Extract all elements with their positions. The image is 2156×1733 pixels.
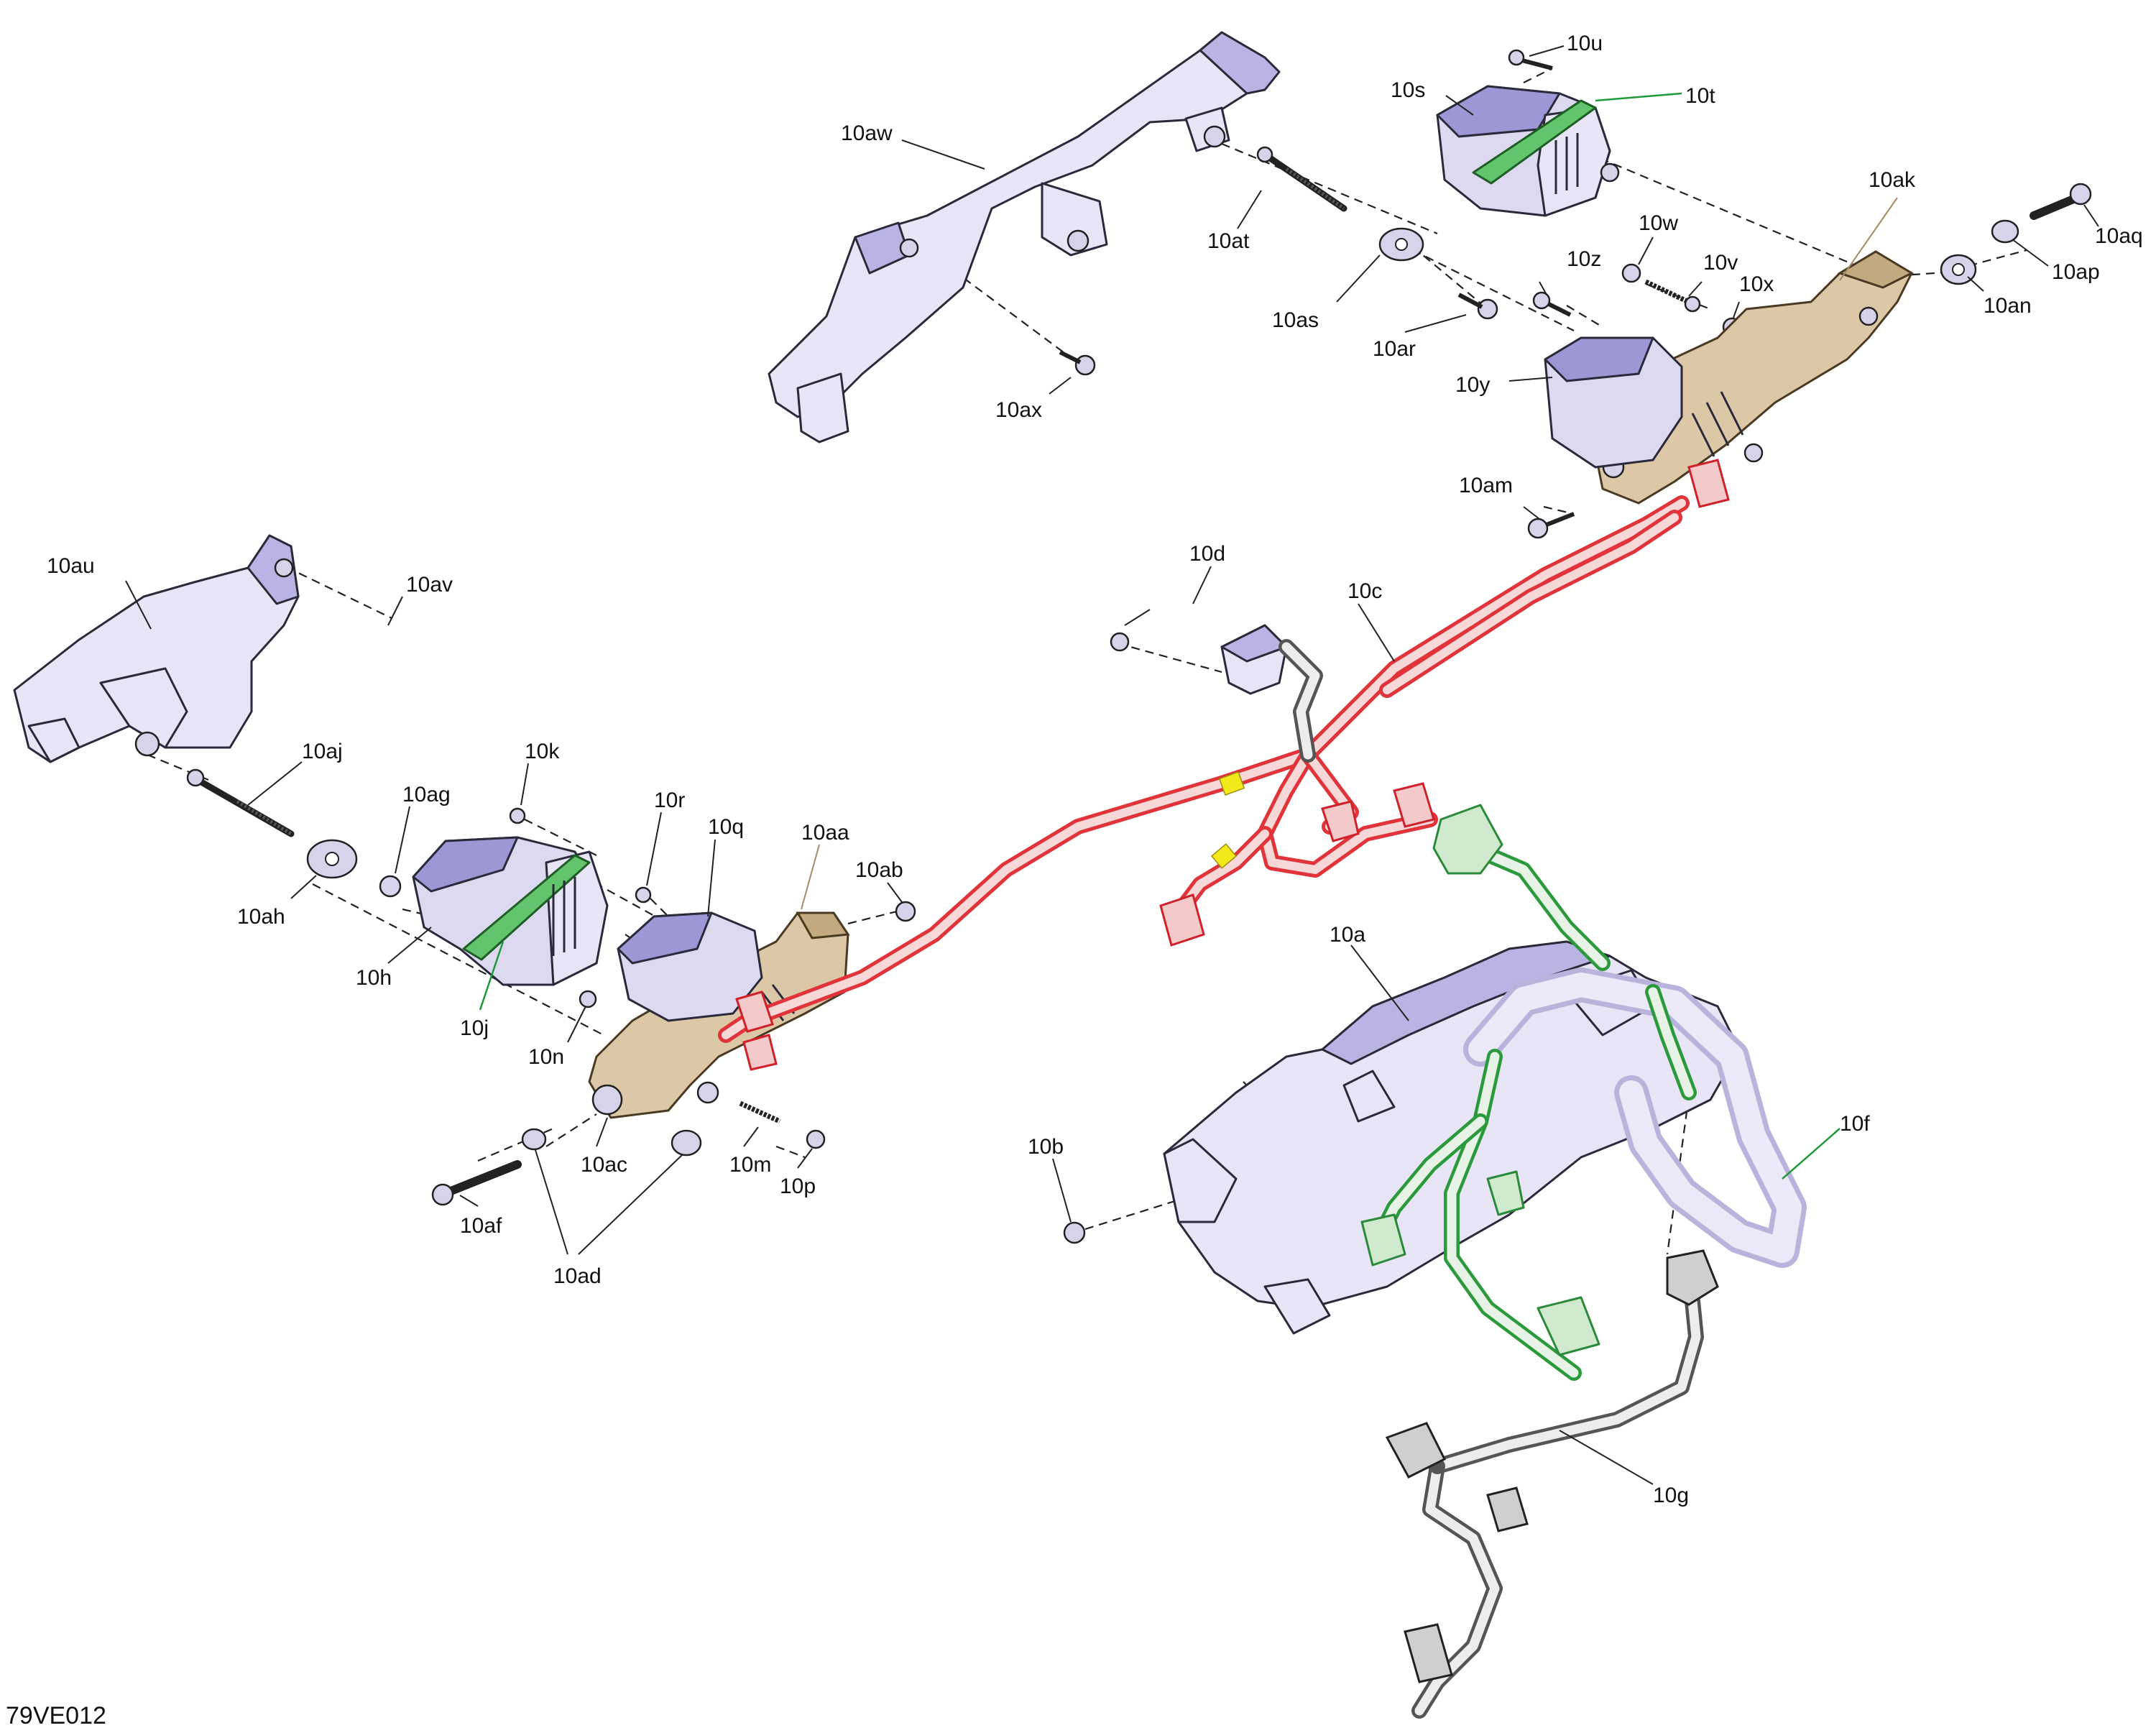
callout-labels: 10aw 10at 10as 10ar 10ax 10s 10t 10u 10y… [6,32,2143,1729]
grey-harness-10g [1385,1249,1719,1719]
label-10c: 10c [1348,579,1382,603]
label-10d: 10d [1189,542,1225,566]
label-10as: 10as [1272,308,1319,332]
label-10av: 10av [406,573,453,597]
label-10m: 10m [729,1153,771,1177]
fasteners-upper [1059,49,2092,539]
lower-motor-10h [412,836,609,986]
label-10r: 10r [654,789,685,812]
label-10ag: 10ag [402,783,451,806]
label-10u: 10u [1567,32,1603,55]
label-10am: 10am [1459,474,1513,497]
label-10g: 10g [1653,1484,1689,1507]
label-10p: 10p [780,1175,816,1198]
red-harness-10c [718,459,1730,1071]
label-10ad: 10ad [553,1264,602,1288]
label-10aq: 10aq [2095,224,2143,248]
connector-bracket-10d [1110,624,1288,695]
label-10aj: 10aj [302,740,343,763]
label-10ah: 10ah [237,905,285,929]
upper-cross-bracket [768,31,1281,443]
left-bracket [13,534,300,763]
label-10ar: 10ar [1373,337,1416,361]
lower-motor-10q [617,911,796,1022]
leader-lines [125,45,2099,1485]
label-10x: 10x [1739,272,1774,296]
label-10n: 10n [528,1045,564,1069]
label-10ap: 10ap [2052,260,2100,284]
label-10b: 10b [1028,1135,1064,1159]
label-10v: 10v [1703,251,1738,275]
upper-motor-10y [1544,336,1683,469]
label-10s: 10s [1391,78,1425,102]
label-10ax: 10ax [995,398,1042,422]
green-harness-10f [1360,804,1807,1381]
label-10t: 10t [1685,84,1715,108]
label-10a: 10a [1330,923,1365,947]
label-10au: 10au [47,554,95,578]
label-10at: 10at [1207,229,1250,253]
label-10j: 10j [460,1016,489,1040]
label-10w: 10w [1639,211,1678,235]
label-10k: 10k [525,740,560,763]
label-10h: 10h [356,966,392,990]
label-10q: 10q [708,815,744,839]
label-10af: 10af [460,1214,502,1238]
figure-code: 79VE012 [6,1702,106,1729]
label-10aw: 10aw [841,121,893,145]
label-10ab: 10ab [855,858,903,882]
label-10ak: 10ak [1869,168,1916,192]
fasteners-lower-left [186,768,1086,1244]
label-10z: 10z [1567,247,1601,271]
label-10f: 10f [1840,1112,1870,1136]
label-10y: 10y [1455,373,1490,397]
label-10an: 10an [1984,294,2032,318]
upper-motor-10s [1436,85,1620,217]
label-10ac: 10ac [581,1153,627,1177]
label-10aa: 10aa [801,821,849,845]
